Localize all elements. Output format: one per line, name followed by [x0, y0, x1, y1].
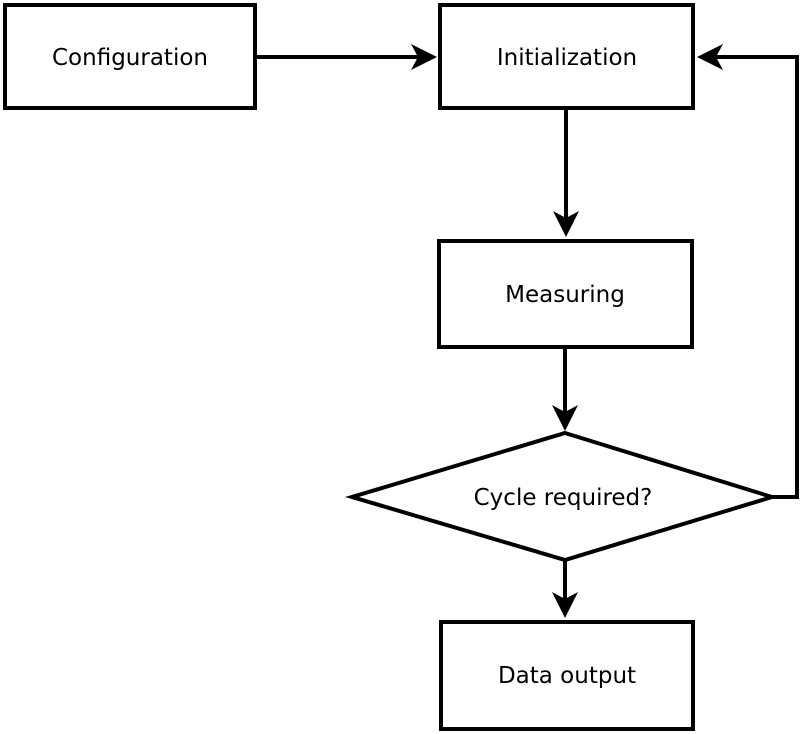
- data-output-box: [439, 620, 695, 731]
- arrowhead-down-icon: [553, 211, 579, 237]
- edge-cycle-required-to-initialization-feedback: [697, 44, 799, 499]
- cycle-required-label: Cycle required?: [474, 485, 653, 511]
- initialization-label: Initialization: [497, 45, 637, 71]
- edge-measuring-to-cycle-required: [552, 349, 578, 431]
- node-measuring: Measuring: [437, 239, 694, 349]
- initialization-box: [438, 3, 695, 110]
- node-cycle-required: Cycle required?: [344, 430, 779, 563]
- arrowhead-right-icon: [411, 44, 437, 70]
- arrowhead-down-icon: [552, 405, 578, 431]
- cycle-required-diamond: [344, 430, 779, 563]
- node-data-output: Data output: [439, 620, 695, 731]
- measuring-box: [437, 239, 694, 349]
- node-configuration: Configuration: [3, 3, 257, 110]
- node-initialization: Initialization: [438, 3, 695, 110]
- edge-line: [715, 55, 799, 499]
- edge-initialization-to-measuring: [553, 110, 579, 237]
- edge-cycle-required-to-data-output: [552, 560, 578, 618]
- configuration-box: [3, 3, 257, 110]
- measuring-label: Measuring: [505, 282, 625, 308]
- configuration-label: Configuration: [52, 45, 208, 71]
- arrowhead-left-icon: [697, 44, 723, 70]
- edge-configuration-to-initialization: [257, 44, 437, 70]
- data-output-label: Data output: [498, 663, 636, 689]
- arrowhead-down-icon: [552, 592, 578, 618]
